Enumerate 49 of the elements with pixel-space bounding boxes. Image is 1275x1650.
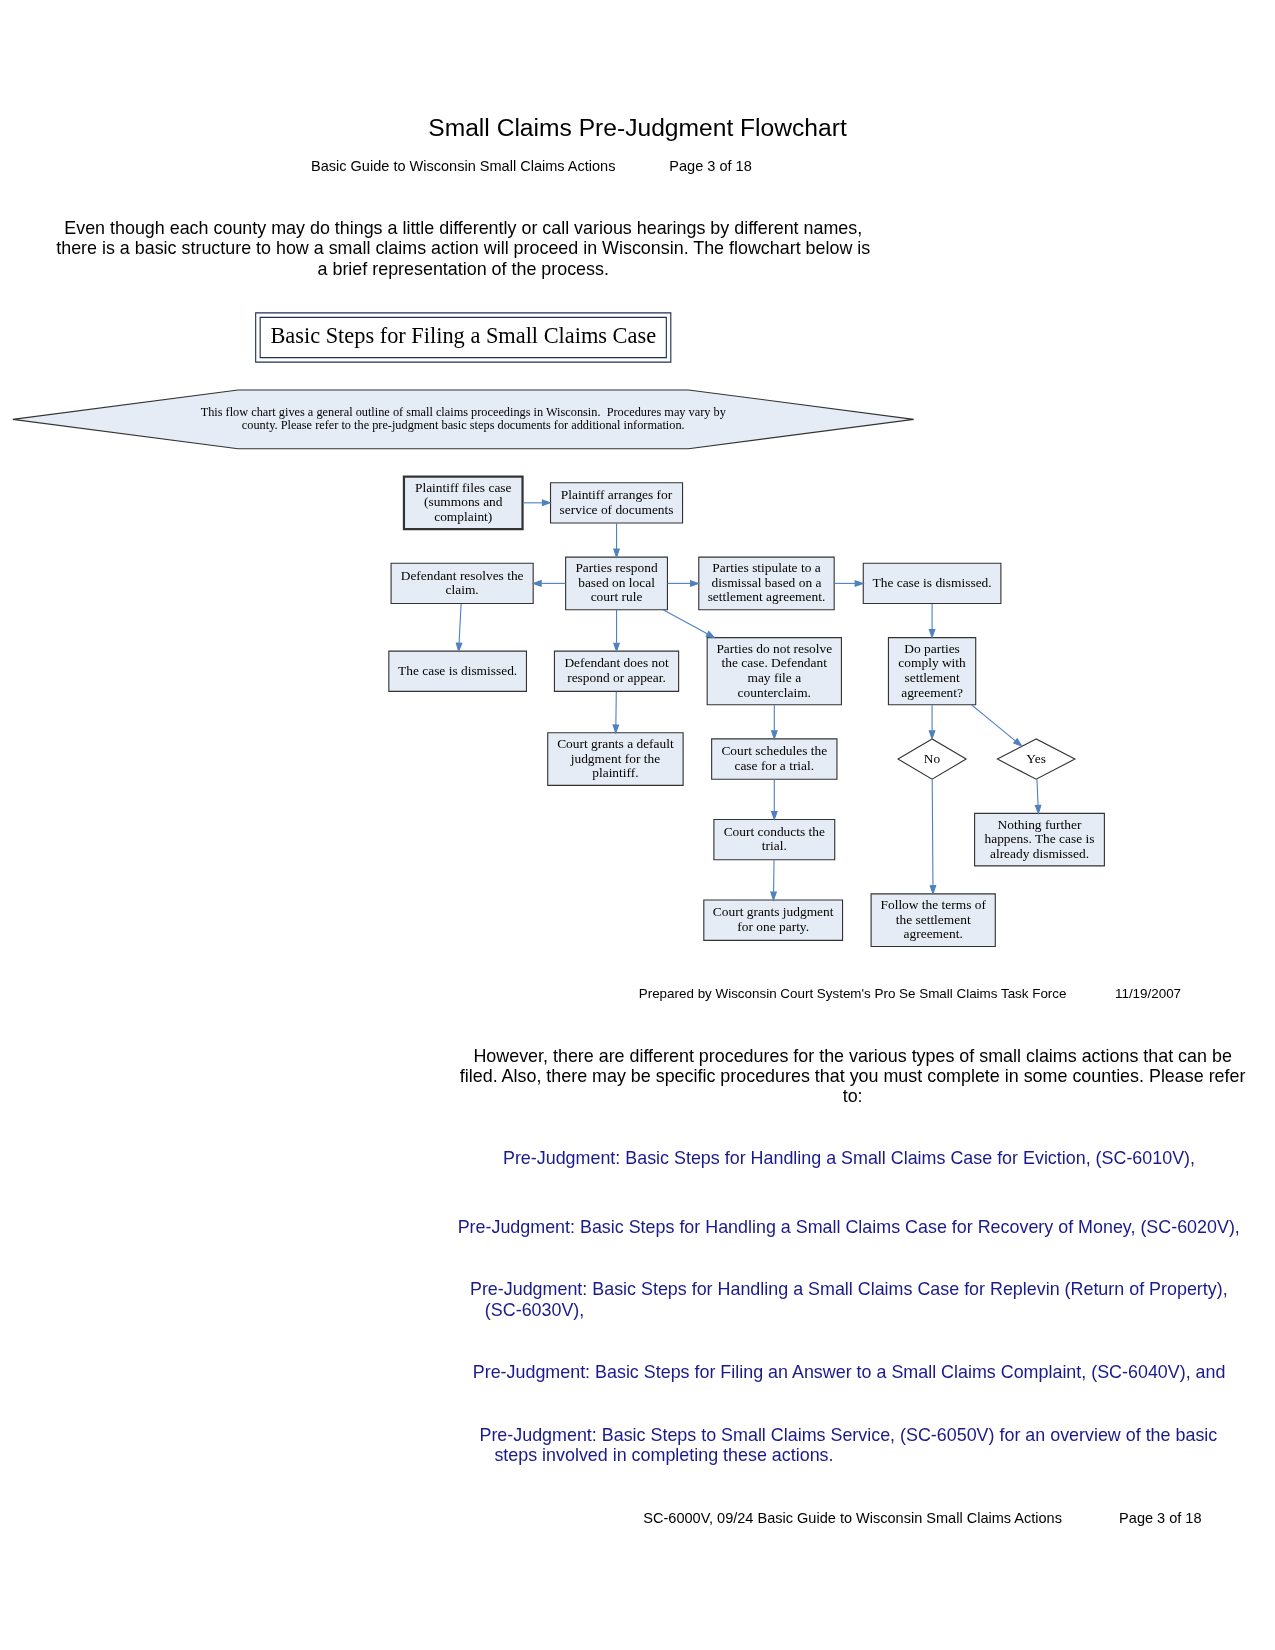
node-box: The case is dismissed. <box>388 650 527 692</box>
arrow <box>833 579 865 587</box>
node-box: Basic Steps for Filing a Small Claims Case <box>255 311 672 363</box>
node-diamond: No <box>896 737 968 780</box>
arrow <box>770 778 778 821</box>
node-box: Parties do not resolve the case. Defendant may file a counterclaim. <box>706 636 842 705</box>
arrow <box>770 859 778 902</box>
arrow <box>928 602 936 639</box>
arrow <box>662 608 716 638</box>
label: Pre-Judgment: Basic Steps for Handling a Small Claims Case for Eviction, (SC-6010V), <box>502 1147 1196 1168</box>
label: Page 3 of 18 <box>669 157 752 174</box>
node-box: Defendant does not respond or appear. <box>553 650 680 692</box>
node-box: Defendant resolves the claim. <box>390 562 534 604</box>
label: Basic Guide to Wisconsin Small Claims Actions <box>311 157 616 174</box>
arrow <box>522 498 552 506</box>
arrow <box>770 704 778 740</box>
node-box: Follow the terms of the settlement agreement. <box>870 892 996 947</box>
node-box: Plaintiff files case (summons and complaint) <box>402 474 524 530</box>
node-box: Plaintiff arranges for service of documents <box>549 481 684 524</box>
arrow <box>929 778 937 895</box>
arrow <box>612 690 620 734</box>
node-box: Court grants judgment for one party. <box>703 899 844 941</box>
label: Pre-Judgment: Basic Steps to Small Claims Service, (SC-6050V) for an overview of the basic steps involved in completing these actions. <box>479 1424 1218 1465</box>
arrow <box>1034 778 1042 815</box>
label: Pre-Judgment: Basic Steps for Handling a Small Claims Case for Replevin (Return of Property), (SC-6030V), <box>469 1278 1228 1320</box>
label: Prepared by Wisconsin Court System's Pro Se Small Claims Task Force <box>638 985 1067 1001</box>
arrow <box>666 579 701 587</box>
label: However, there are different procedures for the various types of small claims actions that can be filed. Also, there may be specific procedures that you must complete in some counties. Please refer to: <box>459 1045 1246 1106</box>
arrow <box>531 579 567 587</box>
label: Page 3 of 18 <box>1119 1509 1202 1526</box>
label: 11/19/2007 <box>1114 985 1182 1001</box>
label: SC-6000V, 09/24 Basic Guide to Wisconsin Small Claims Actions <box>643 1509 1062 1526</box>
node-box: The case is dismissed. <box>862 562 1002 604</box>
label: Even though each county may do things a little differently or call various hearings by different names, there is a basic structure to how a small claims action will proceed in Wisconsin. The flowchart below is a brief representation of the process. <box>56 217 871 279</box>
arrow <box>928 704 936 740</box>
node-box: Parties stipulate to a dismissal based on a settlement agreement. <box>698 556 835 610</box>
label: Pre-Judgment: Basic Steps for Filing an Answer to a Small Claims Complaint, (SC-6040V), and <box>472 1361 1226 1382</box>
node-box: Court grants a default judgment for the plaintiff. <box>547 731 684 786</box>
diagram-title: Small Claims Pre-Judgment Flowchart <box>428 113 847 141</box>
arrow <box>613 608 621 653</box>
node-box: Court schedules the case for a trial. <box>711 737 838 780</box>
arrow <box>455 602 463 653</box>
node-box: Do parties comply with settlement agreement? <box>887 636 977 705</box>
node-box: Parties respond based on local court rule <box>565 556 668 610</box>
arrow <box>971 703 1023 747</box>
arrow <box>613 522 621 559</box>
node-box: Court conducts the trial. <box>713 818 836 860</box>
node-box: Nothing further happens. The case is already dismissed. <box>974 812 1105 866</box>
label: Pre-Judgment: Basic Steps for Handling a Small Claims Case for Recovery of Money, (SC-6020V), <box>457 1216 1240 1237</box>
